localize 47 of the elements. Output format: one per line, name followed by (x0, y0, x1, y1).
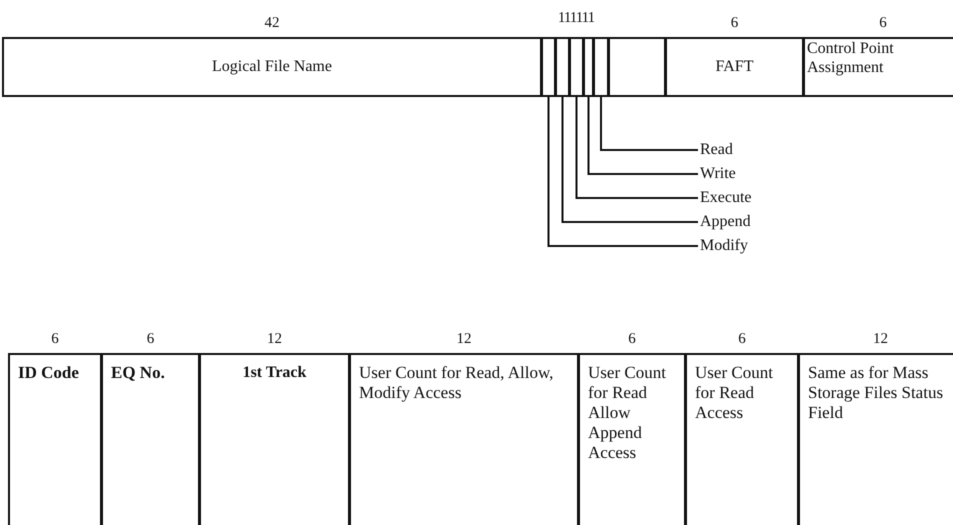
bit-width-label: 12 (872, 331, 889, 348)
field-text: User Count for Read Access (695, 363, 774, 423)
field-text: Logical File Name (211, 57, 333, 76)
bit-width-label: 6 (50, 331, 60, 348)
field-cell (101, 353, 200, 525)
bit-width-label: 6 (146, 331, 156, 348)
field-cell (8, 353, 102, 525)
bit-width-label: 111111 (556, 10, 596, 27)
bit-width-label: 6 (730, 15, 740, 32)
field-name-label: Write (700, 164, 736, 184)
field-cell (803, 37, 953, 97)
field-cell (2, 37, 542, 97)
bit-width-label: 12 (266, 331, 283, 348)
leader-line (548, 97, 698, 247)
field-name-label: Read (700, 140, 733, 160)
bit-field-cell (583, 37, 594, 97)
leader-line (600, 97, 698, 151)
field-text: Control Point Assignment (807, 39, 895, 77)
leader-line (588, 97, 698, 175)
field-cell (685, 353, 799, 525)
field-text: Same as for Mass Storage Files Status Field (808, 363, 944, 423)
bit-field-cell (608, 37, 666, 97)
leader-line (576, 97, 698, 199)
field-cell (349, 353, 579, 525)
bit-width-label: 6 (878, 15, 888, 32)
bit-width-label: 12 (456, 331, 472, 348)
field-text: 1st Track (242, 363, 308, 382)
bit-width-label: 42 (264, 15, 280, 32)
field-text: User Count for Read Allow Append Access (588, 363, 667, 463)
bit-field-cell (541, 37, 556, 97)
field-name-label: Append (700, 212, 751, 232)
field-name-label: Execute (700, 188, 752, 208)
leader-line (562, 97, 698, 223)
bit-field-cell (555, 37, 570, 97)
field-cell (199, 353, 350, 525)
field-text: FAFT (714, 57, 754, 76)
field-name-label: Modify (700, 236, 748, 256)
bit-field-cell (593, 37, 609, 97)
field-cell (798, 353, 953, 525)
field-text: User Count for Read, Allow, Modify Access (359, 363, 554, 403)
bit-width-label: 6 (737, 331, 747, 348)
field-text: EQ No. (111, 363, 166, 383)
field-cell (665, 37, 804, 97)
field-cell (578, 353, 686, 525)
bit-field-cell (569, 37, 584, 97)
field-text: ID Code (18, 363, 80, 383)
bit-width-label: 6 (627, 331, 637, 348)
